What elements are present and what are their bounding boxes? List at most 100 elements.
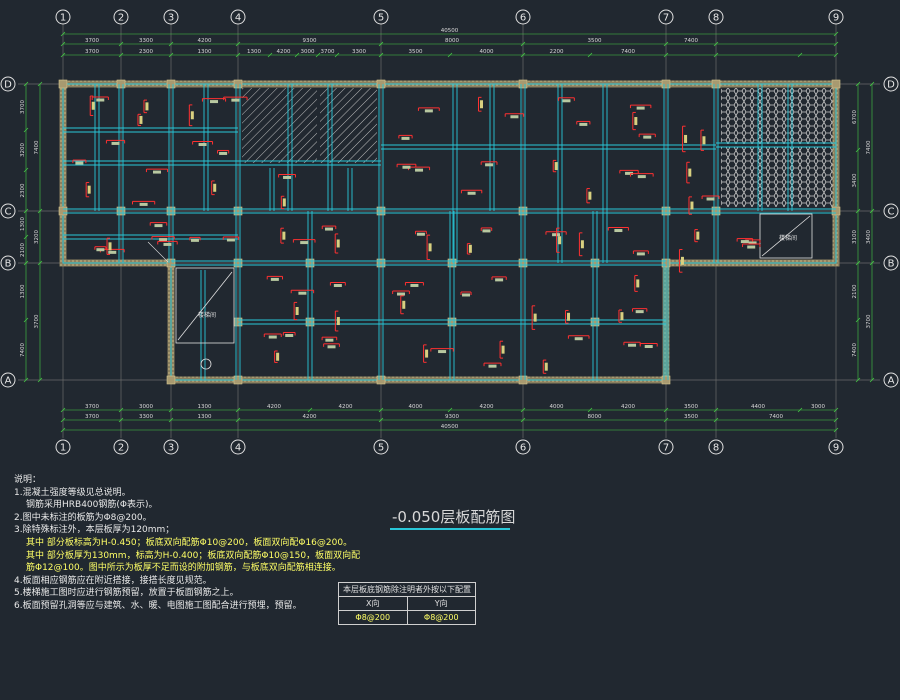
rebar-tag — [614, 229, 623, 233]
rebar-tag — [87, 185, 91, 194]
dim-tick — [334, 52, 340, 58]
note-line: 2.图中未标注的板筋为Φ8@200。 — [14, 512, 152, 523]
axis-bubble — [373, 9, 389, 25]
rebar-tag — [690, 201, 694, 210]
rebar-tag — [270, 277, 279, 281]
column — [661, 258, 671, 268]
dim-label: 3700 — [20, 100, 26, 114]
rebar-tag — [488, 364, 497, 368]
dim-label: 3100 — [852, 230, 858, 244]
rebar-tag — [680, 256, 684, 265]
rebar-tag — [634, 117, 638, 126]
dim-tick — [60, 52, 66, 58]
rebar-tag — [333, 284, 342, 288]
notes-heading: 说明： — [14, 475, 42, 485]
axis-bubble — [163, 9, 179, 25]
dim-tick — [23, 127, 29, 133]
dim-tick — [833, 407, 839, 413]
axis-bubble — [883, 76, 899, 92]
dim-label: 40500 — [441, 424, 459, 430]
column — [590, 258, 600, 268]
dim-label: 4000 — [480, 49, 494, 55]
dim-label: 7400 — [866, 140, 872, 154]
column — [233, 258, 243, 268]
rebar-table-header: X向 — [338, 596, 408, 611]
rebar-tag — [636, 106, 645, 110]
axis-bubble-label: A — [5, 376, 12, 387]
rebar-tag — [139, 202, 148, 206]
dim-tick — [833, 52, 839, 58]
stair-slash — [177, 271, 233, 341]
rebar-tag — [740, 240, 749, 244]
dim-label: 3300 — [139, 38, 153, 44]
column — [661, 79, 671, 89]
column — [376, 79, 386, 89]
rebar-tag — [282, 231, 286, 240]
dim-label: 7400 — [621, 49, 635, 55]
axis-bubble — [658, 9, 674, 25]
axis-bubble-label: 5 — [378, 13, 384, 24]
dim-label: 2100 — [852, 284, 858, 298]
dim-tick — [60, 31, 66, 37]
dim-label: 3200 — [20, 143, 26, 157]
dim-label: 7400 — [684, 38, 698, 44]
axis-bubble — [883, 372, 899, 388]
dim-label: 3000 — [301, 49, 315, 55]
column — [58, 206, 68, 216]
dim-label: 3500 — [409, 49, 423, 55]
column — [711, 79, 721, 89]
axis-bubble-label: D — [4, 80, 12, 91]
rebar-tag — [198, 143, 207, 147]
dim-label: 3500 — [684, 414, 698, 420]
rebar-tag — [428, 243, 432, 252]
stair-label: 楼梯间 — [198, 311, 216, 319]
dim-tick — [37, 81, 43, 87]
dim-tick — [23, 167, 29, 173]
dim-tick — [294, 52, 300, 58]
dim-tick — [869, 208, 875, 214]
drawing-background — [242, 88, 833, 207]
column — [518, 258, 528, 268]
rebar-tag — [643, 135, 652, 139]
dim-tick — [168, 407, 174, 413]
rebar-tag — [501, 345, 505, 354]
dim-label: 2300 — [20, 183, 26, 197]
axis-bubble-label: 3 — [168, 443, 174, 454]
rebar-table-header: Y向 — [406, 596, 476, 611]
axis-bubble — [515, 9, 531, 25]
rebar-tag — [636, 279, 640, 288]
dim-label: 4200 — [198, 38, 212, 44]
rebar-tag — [684, 134, 688, 143]
rebar-tag — [96, 98, 105, 102]
column — [305, 258, 315, 268]
rebar-tag — [282, 198, 286, 207]
column — [166, 258, 176, 268]
dim-label: 3500 — [588, 38, 602, 44]
hatched-slab-zone — [320, 88, 377, 163]
dim-tick — [797, 407, 803, 413]
rebar-tag — [163, 242, 172, 246]
dim-tick — [378, 52, 384, 58]
rebar-tag — [190, 238, 199, 242]
rebar-tag — [401, 136, 410, 140]
rebar-tag — [325, 338, 334, 342]
note-line: 4.板面相应钢筋应在附近搭接，接搭长度见规范。 — [14, 575, 212, 586]
dim-tick — [713, 41, 719, 47]
rebar-tag — [425, 349, 429, 358]
dim-label: 3000 — [811, 404, 825, 410]
dim-label: 40500 — [441, 28, 459, 34]
column — [661, 206, 671, 216]
rebar-tag — [579, 122, 588, 126]
rebar-tag — [696, 231, 700, 240]
dim-tick — [797, 52, 803, 58]
rebar-tag — [276, 352, 280, 361]
rebar-tag — [482, 229, 491, 233]
column — [590, 317, 600, 327]
drawing-title: -0.050层板配筋图 — [392, 508, 516, 526]
dim-tick — [118, 41, 124, 47]
axis-bubble — [163, 439, 179, 455]
rebar-tag — [636, 252, 645, 256]
axis-bubble — [0, 255, 16, 271]
